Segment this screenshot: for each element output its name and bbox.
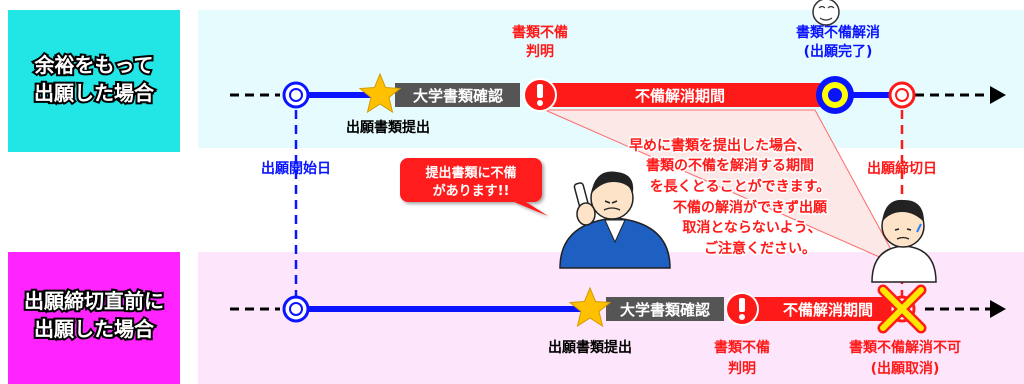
note-text: 早めに書類を提出した場合、 書類の不備を解消する期間 を長くとることができます。… bbox=[628, 136, 832, 259]
cross-icon bbox=[877, 284, 927, 334]
early-timeline: 大学書類確認 不備解消期間 出願書類提出 書類不備 判明 書類不備解消 (出願完… bbox=[230, 0, 1006, 136]
early-label-line1: 余裕をもって bbox=[34, 53, 154, 77]
late-label-line1: 出願締切直前に bbox=[24, 289, 164, 313]
peeking-face-icon bbox=[812, 0, 840, 26]
exclamation-icon bbox=[523, 78, 557, 112]
worried-person-illustration bbox=[871, 199, 937, 283]
late-unresolved-label-2: (出願取消) bbox=[871, 360, 940, 377]
callout-line2: があります!! bbox=[433, 183, 510, 199]
star-icon bbox=[358, 72, 402, 114]
cure-period-comparison-shade bbox=[544, 109, 902, 268]
early-resolved-label-2: (出願完了) bbox=[804, 43, 873, 60]
defect-callout: 提出書類に不備 があります!! bbox=[400, 158, 548, 216]
note-line-4: 不備の解消ができず出願 bbox=[673, 199, 828, 216]
callout-line1: 提出書類に不備 bbox=[425, 165, 516, 181]
early-resolved-label-1: 書類不備解消 bbox=[796, 24, 880, 41]
late-defect-label-1: 書類不備 bbox=[714, 339, 770, 356]
note-line-2: 書類の不備を解消する期間 bbox=[646, 157, 814, 174]
arrow-head-icon bbox=[990, 86, 1006, 104]
late-step-confirm: 大学書類確認 bbox=[620, 301, 710, 319]
late-submit-label: 出願書類提出 bbox=[548, 339, 632, 356]
note-line-6: ご注意ください。 bbox=[704, 240, 816, 257]
star-icon bbox=[568, 286, 612, 328]
late-defect-label-2: 判明 bbox=[728, 360, 756, 377]
late-cure-period: 不備解消期間 bbox=[783, 301, 873, 319]
early-defect-label-1: 書類不備 bbox=[512, 24, 568, 41]
note-line-5: 取消とならないよう、 bbox=[682, 219, 821, 236]
late-label-line2: 出願した場合 bbox=[34, 317, 155, 341]
application-deadline-label: 出願締切日 bbox=[867, 160, 937, 177]
note-line-3: を長くとることができます。 bbox=[650, 178, 831, 195]
late-timeline: 大学書類確認 不備解消期間 出願書類提出 書類不備 判明 書類不備解消不可 (出… bbox=[230, 284, 1006, 377]
early-cure-period: 不備解消期間 bbox=[635, 87, 725, 105]
early-defect-label-2: 判明 bbox=[526, 43, 554, 60]
late-unresolved-label-1: 書類不備解消不可 bbox=[849, 339, 961, 356]
note-line-1: 早めに書類を提出した場合、 bbox=[629, 137, 811, 154]
exclamation-icon bbox=[725, 292, 759, 326]
early-step-confirm: 大学書類確認 bbox=[413, 87, 503, 105]
phone-person-illustration bbox=[559, 171, 671, 269]
early-label-line2: 出願した場合 bbox=[34, 81, 155, 105]
arrow-head-icon bbox=[990, 300, 1006, 318]
early-submit-label: 出願書類提出 bbox=[346, 119, 430, 136]
early-scenario-label: 余裕をもって 出願した場合 bbox=[8, 10, 180, 152]
late-scenario-label: 出願締切直前に 出願した場合 bbox=[8, 252, 180, 384]
application-start-label: 出願開始日 bbox=[261, 160, 331, 177]
